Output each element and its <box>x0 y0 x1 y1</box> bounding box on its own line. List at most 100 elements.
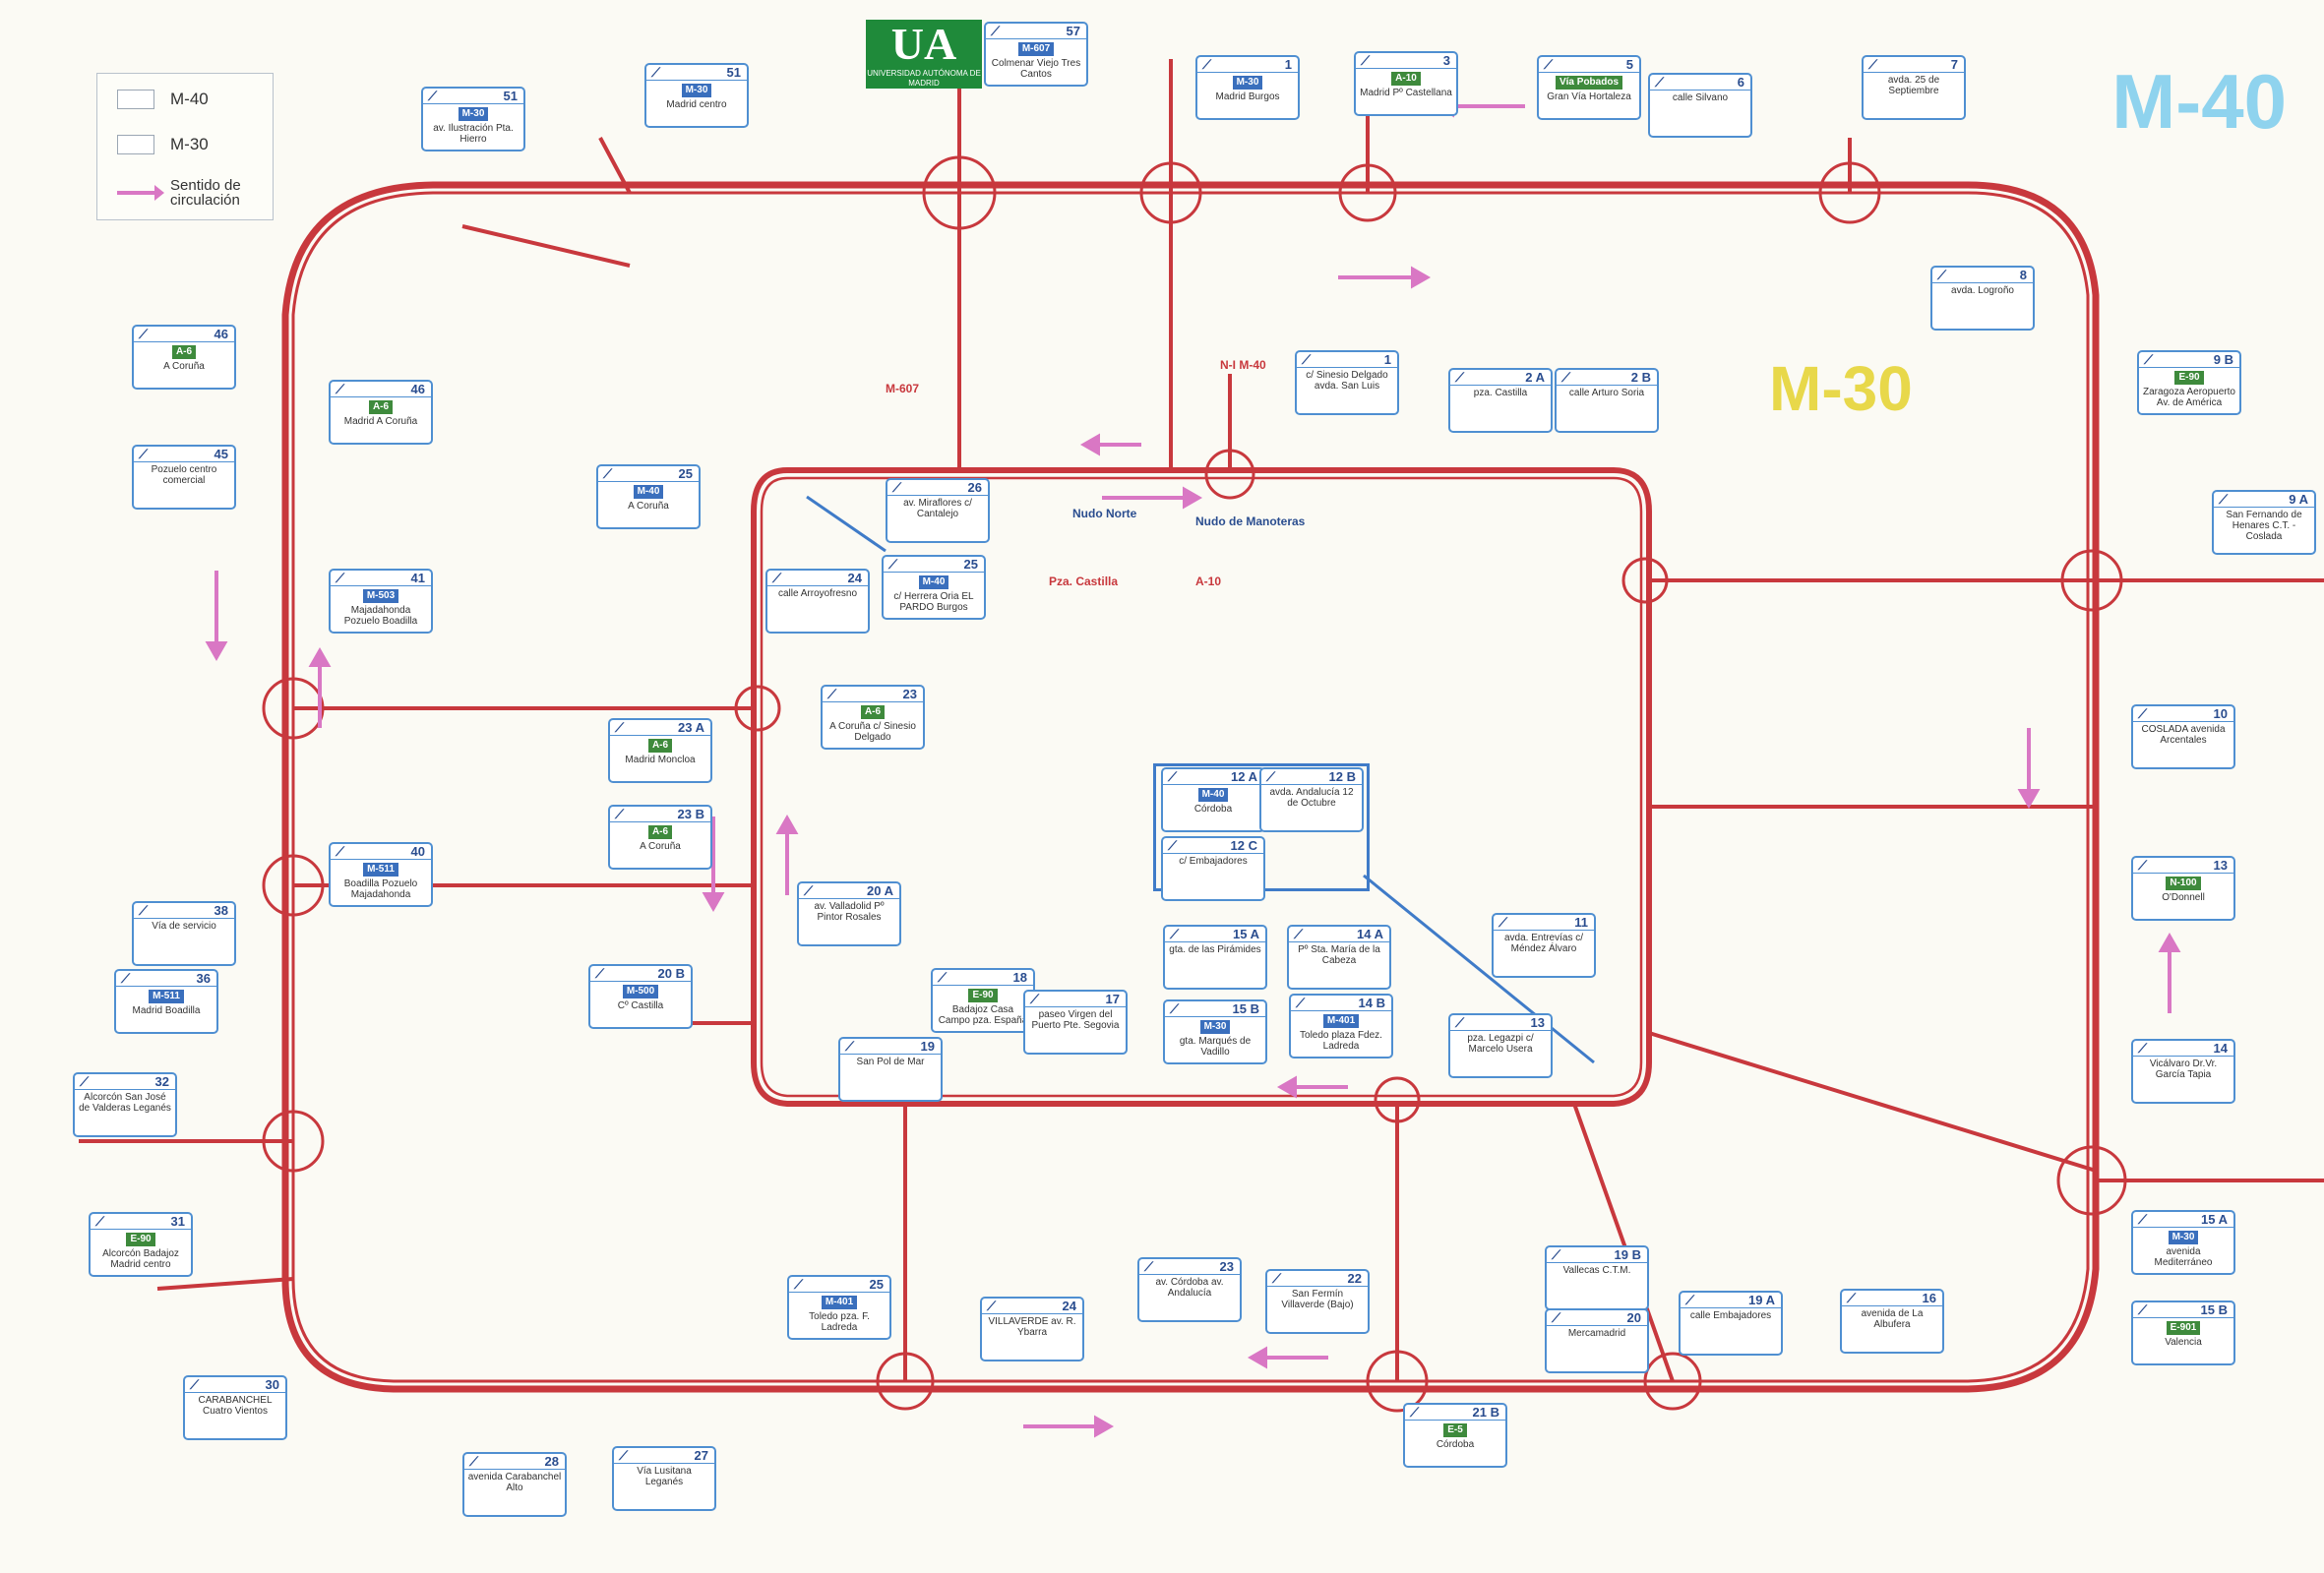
road-tag: E-90 <box>126 1233 155 1246</box>
exit-number: 22 <box>1267 1271 1368 1287</box>
destination-text: Alcorcón Badajoz Madrid centro <box>102 1248 179 1270</box>
exit-number: 15 A <box>2133 1212 2233 1228</box>
destination-text: gta. de las Pirámides <box>1169 944 1261 955</box>
m30-ring <box>751 467 1652 1107</box>
exit-number: 19 <box>840 1039 941 1055</box>
road-tag: M-503 <box>362 589 399 603</box>
destination-text: Madrid A Coruña <box>343 416 418 427</box>
nudo-manoteras-label: Nudo de Manoteras <box>1195 514 1306 528</box>
destination-text: Colmenar Viejo Tres Cantos <box>991 58 1081 80</box>
m40-swatch <box>117 90 154 109</box>
exit-number: 6 <box>1650 75 1750 91</box>
legend-item-direction: Sentido de circulación <box>117 178 249 208</box>
exit-number: 32 <box>75 1074 175 1090</box>
road-tag: Vía Pobados <box>1555 76 1622 90</box>
exit-number: 45 <box>134 447 234 462</box>
m30-sign-2: 25M-40c/ Herrera Oria EL PARDO Burgos <box>882 555 986 620</box>
exit-number: 13 <box>1450 1015 1551 1031</box>
road-tag: A-6 <box>368 400 394 414</box>
destination-text: calle Embajadores <box>1689 1310 1772 1321</box>
m30-sign-7: 20 Aav. Valladolid Pº Pintor Rosales <box>797 881 901 946</box>
m40-title: M-40 <box>2111 58 2287 145</box>
exit-number: 26 <box>887 480 988 496</box>
m30-sign-12: 1c/ Sinesio Delgado avda. San Luis <box>1295 350 1399 415</box>
exit-number: 13 <box>2133 858 2233 874</box>
exit-number: 23 <box>1139 1259 1240 1275</box>
exit-number: 15 B <box>1165 1001 1265 1017</box>
exit-number: 12 B <box>1261 769 1362 785</box>
destination-text: Majadahonda Pozuelo Boadilla <box>343 605 418 627</box>
destination-text: Valencia <box>2165 1337 2202 1348</box>
destination-text: avda. 25 de Septiembre <box>1887 75 1940 96</box>
road-tag: M-30 <box>681 84 712 97</box>
exit-number: 38 <box>134 903 234 919</box>
road-tag: N-100 <box>2166 877 2201 890</box>
road-tag: E-5 <box>1443 1423 1467 1437</box>
destination-text: av. Ilustración Pta. Hierro <box>433 123 514 145</box>
road-tag: A-6 <box>171 345 197 359</box>
m30-title: M-30 <box>1769 353 1913 424</box>
destination-text: San Fernando de Henares C.T. - Coslada <box>2226 510 2302 542</box>
destination-text: A Coruña <box>628 501 669 512</box>
uam-logo: UA UNIVERSIDAD AUTÓNOMA DE MADRID <box>866 19 982 89</box>
road-tag: M-500 <box>622 985 659 998</box>
exit-number: 20 B <box>590 966 691 982</box>
destination-text: Alcorcón San José de Valderas Leganés <box>79 1092 171 1114</box>
exit-number: 17 <box>1025 992 1126 1007</box>
m30-sign-22: 13 pza. Legazpi c/ Marcelo Usera <box>1448 1013 1553 1078</box>
exit-number: 36 <box>116 971 216 987</box>
destination-text: San Pol de Mar <box>856 1057 925 1067</box>
destination-text: calle Arroyofresno <box>777 588 858 599</box>
m30-sign-11: 17 paseo Virgen del Puerto Pte. Segovia <box>1023 990 1128 1055</box>
destination-text: avda. Andalucía 12 de Octubre <box>1269 787 1354 809</box>
destination-text: pza. Legazpi c/ Marcelo Usera <box>1467 1033 1534 1055</box>
exit-number: 25 <box>884 557 984 573</box>
destination-text: Vía de servicio <box>152 921 216 932</box>
destination-text: Pozuelo centro comercial <box>151 464 217 486</box>
exit-number: 14 A <box>1289 927 1389 942</box>
road-tag: M-40 <box>633 485 664 499</box>
destination-text: paseo Virgen del Puerto Pte. Segovia <box>1031 1009 1120 1031</box>
destination-text: COSLADA avenida Arcentales <box>2141 724 2226 746</box>
exit-number: 16 <box>1842 1291 1942 1306</box>
exit-number: 12 C <box>1163 838 1263 854</box>
road-tag: M-401 <box>1322 1014 1360 1028</box>
exit-number: 10 <box>2133 706 2233 722</box>
m30-swatch <box>117 135 154 154</box>
exit-number: 5 <box>1539 57 1639 73</box>
exit-number: 31 <box>91 1214 191 1230</box>
destination-text: calle Arturo Soria <box>1568 388 1645 398</box>
legend-item-m40: M-40 <box>117 90 209 109</box>
exit-number: 25 <box>789 1277 889 1293</box>
exit-number: 51 <box>646 65 747 81</box>
exit-number: 40 <box>331 844 431 860</box>
arrow-icon <box>117 185 164 201</box>
exit-number: 23 <box>823 687 923 702</box>
destination-text: O'Donnell <box>2162 892 2205 903</box>
destination-text: avenida Carabanchel Alto <box>467 1472 562 1493</box>
destination-text: calle Silvano <box>1672 92 1729 103</box>
exit-number: 20 A <box>799 883 899 899</box>
exit-number: 46 <box>134 327 234 342</box>
